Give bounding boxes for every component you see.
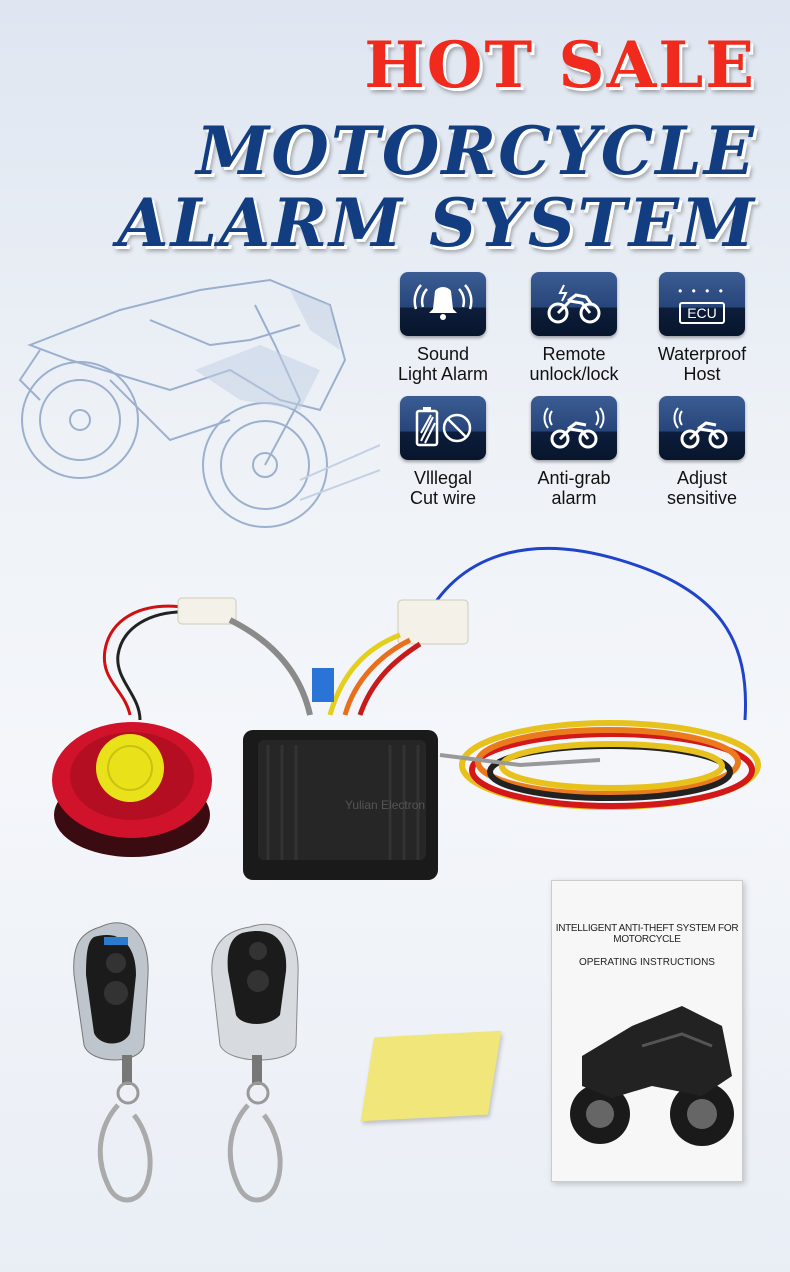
feature-label-line2: sensitive xyxy=(666,488,738,508)
feature-label-line1: Adjust xyxy=(676,468,728,488)
control-box-watermark: Yulian Electron xyxy=(345,798,425,812)
instruction-manual: INTELLIGENT ANTI-THEFT SYSTEM FOR MOTORC… xyxy=(551,880,743,1182)
product-title-line1: MOTORCYCLE xyxy=(196,112,756,190)
remote-motorcycle-icon xyxy=(531,272,617,336)
motorcycle-adjust-icon xyxy=(659,396,745,460)
alarm-kit-wiring-photo: Yulian Electron xyxy=(52,547,761,880)
feature-label-line2: Light Alarm xyxy=(397,364,489,384)
adhesive-pad xyxy=(360,1030,502,1122)
remote-key-fobs xyxy=(73,922,299,1203)
product-title-line2: ALARM SYSTEM xyxy=(117,184,756,262)
bell-alarm-icon xyxy=(400,272,486,336)
manual-motorcycle-photo xyxy=(570,1006,734,1146)
feature-label-line1: Remote xyxy=(542,344,606,364)
manual-title: INTELLIGENT ANTI-THEFT SYSTEM FOR MOTORC… xyxy=(555,923,739,945)
feature-label-line2: Cut wire xyxy=(409,488,476,508)
ecu-badge: ECU xyxy=(679,302,725,324)
feature-label-line1: Sound xyxy=(416,344,470,364)
feature-label-line2: unlock/lock xyxy=(529,364,619,384)
motorcycle-signal-icon xyxy=(531,396,617,460)
feature-label-line1: Anti-grab xyxy=(537,468,611,488)
feature-label-line2: alarm xyxy=(551,488,597,508)
battery-cut-icon xyxy=(400,396,486,460)
feature-label-line1: Vlllegal xyxy=(413,468,473,488)
ecu-waterproof-icon: • • • • ECU xyxy=(659,272,745,336)
motorcycle-sketch-illustration xyxy=(18,278,380,528)
manual-subtitle: OPERATING INSTRUCTIONS xyxy=(579,957,715,968)
feature-label-line1: Waterproof xyxy=(657,344,747,364)
feature-label-line2: Host xyxy=(683,364,721,384)
hot-sale-title: HOT SALE xyxy=(364,28,756,103)
